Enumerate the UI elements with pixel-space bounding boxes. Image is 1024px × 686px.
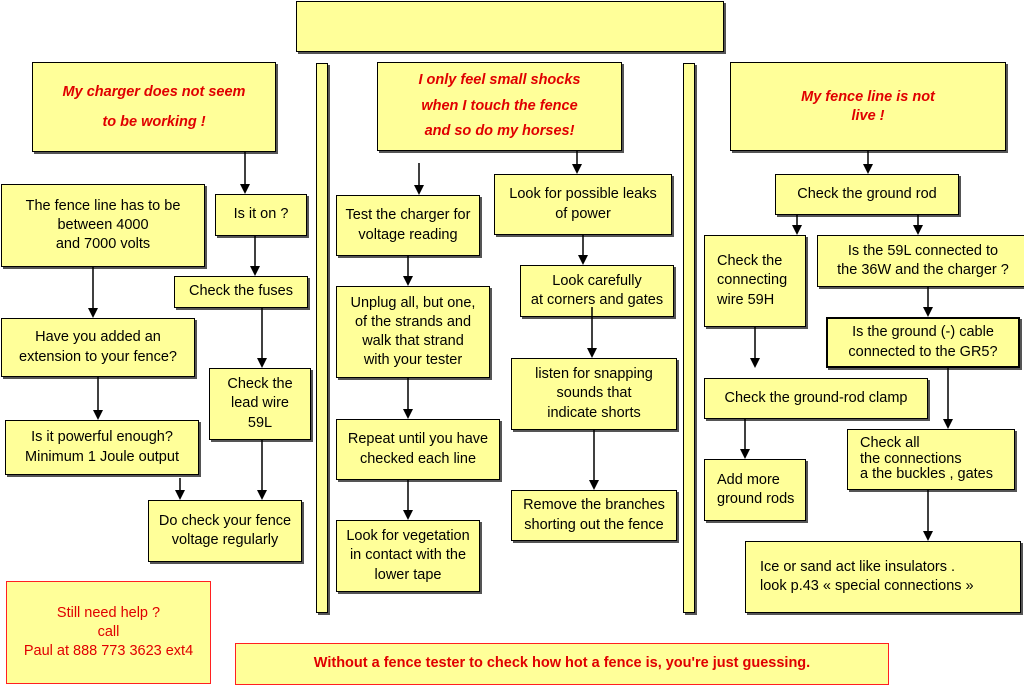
box-remove-branches: Remove the branches shorting out the fen…	[511, 490, 677, 541]
box-check-ground-rod: Check the ground rod	[775, 174, 959, 215]
box-look-leaks: Look for possible leaks of power	[494, 174, 672, 235]
header-fence-not-live: My fence line is not live !	[730, 62, 1006, 151]
box-check-connections: Check all the connections a the buckles …	[847, 429, 1015, 490]
footer-tester-message: Without a fence tester to check how hot …	[235, 643, 889, 685]
box-test-charger: Test the charger for voltage reading	[336, 195, 480, 256]
box-unplug-strands: Unplug all, but one, of the strands and …	[336, 286, 490, 378]
box-extension: Have you added an extension to your fenc…	[1, 318, 195, 377]
box-ground-rod-clamp: Check the ground-rod clamp	[704, 378, 928, 419]
box-check-voltage-regularly: Do check your fence voltage regularly	[148, 500, 302, 562]
header-charger-not-working: My charger does not seem to be working !	[32, 62, 276, 152]
separator-bar-right	[683, 63, 695, 613]
box-add-ground-rods: Add more ground rods	[704, 459, 806, 521]
box-still-need-help: Still need help ? call Paul at 888 773 3…	[6, 581, 211, 684]
box-check-lead-wire: Check the lead wire 59L	[209, 368, 311, 440]
separator-bar-left	[316, 63, 328, 613]
title-box	[296, 1, 724, 52]
box-ground-cable-gr5: Is the ground (-) cable connected to the…	[826, 317, 1020, 368]
box-snapping-sounds: listen for snapping sounds that indicate…	[511, 358, 677, 430]
box-fence-line-voltage: The fence line has to be between 4000 an…	[1, 184, 205, 267]
box-look-vegetation: Look for vegetation in contact with the …	[336, 520, 480, 592]
header-small-shocks: I only feel small shocks when I touch th…	[377, 62, 622, 151]
box-59l-connected: Is the 59L connected to the 36W and the …	[817, 235, 1024, 287]
box-check-fuses: Check the fuses	[174, 276, 308, 308]
box-is-it-on: Is it on ?	[215, 194, 307, 236]
box-powerful-enough: Is it powerful enough? Minimum 1 Joule o…	[5, 420, 199, 475]
box-ice-sand-insulators: Ice or sand act like insulators . look p…	[745, 541, 1021, 613]
box-corners-gates: Look carefully at corners and gates	[520, 265, 674, 317]
box-repeat-each-line: Repeat until you have checked each line	[336, 419, 500, 480]
box-check-connecting-wire: Check the connecting wire 59H	[704, 235, 806, 327]
